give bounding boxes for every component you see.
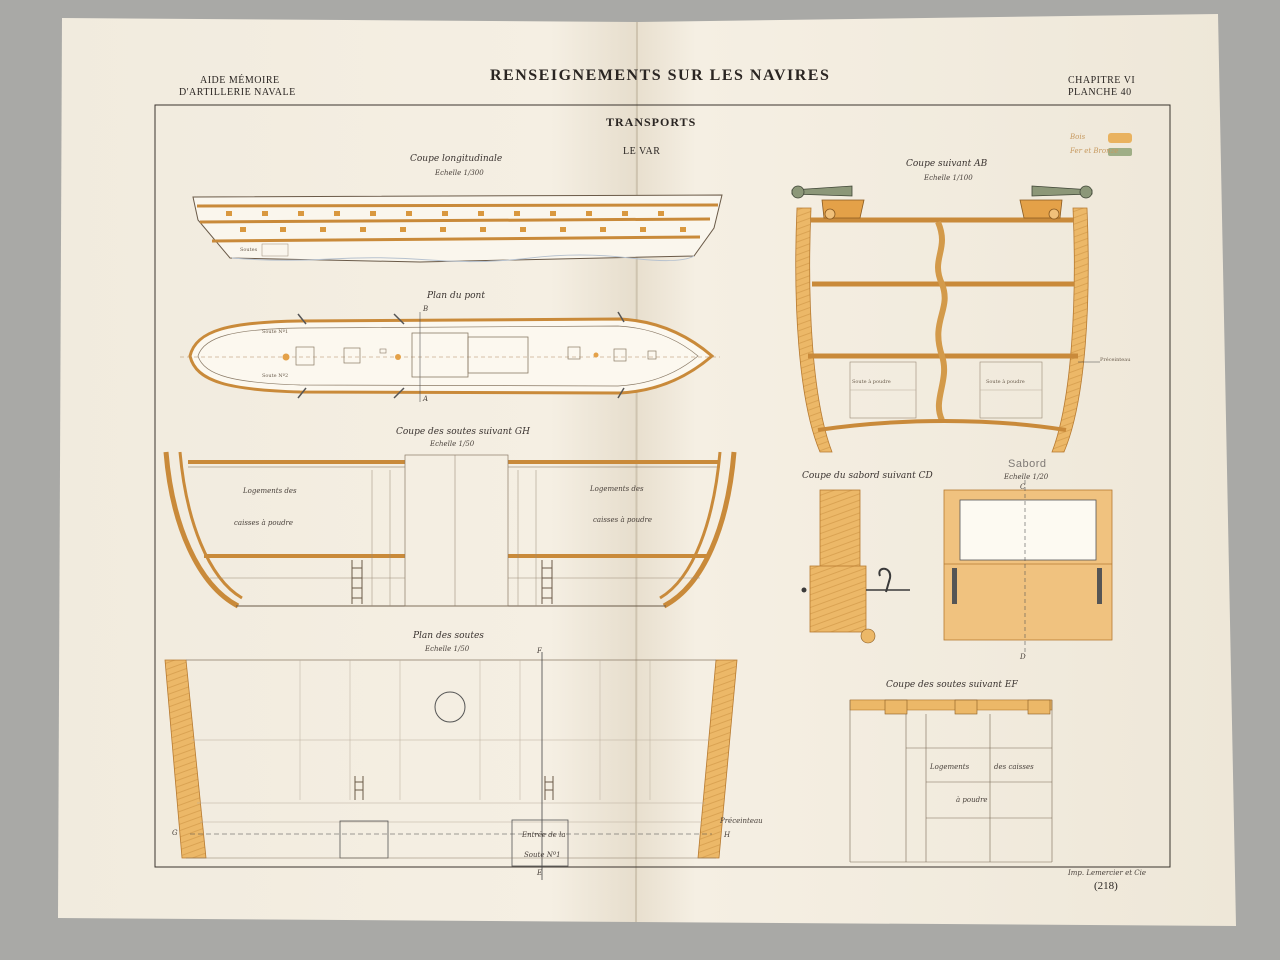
plate-subtitle: TRANSPORTS: [606, 115, 697, 129]
magazine-plan-entry2: Soute Nº1: [524, 851, 561, 859]
section-gh-left-text2: caisses à poudre: [234, 519, 294, 527]
section-ef: [849, 699, 1053, 863]
section-ef-text2: des caisses: [994, 763, 1034, 771]
section-gh-left-text1: Logements des: [243, 487, 297, 495]
section-gh-title: Coupe des soutes suivant GH: [396, 427, 530, 437]
page-number: (218): [1094, 880, 1118, 892]
right-page: [636, 14, 1236, 926]
section-ef-text3: à poudre: [956, 796, 988, 804]
header-plate-number: PLANCHE 40: [1068, 87, 1132, 98]
deck-plan-soute1: Soute Nº1: [262, 329, 289, 335]
left-page: [58, 18, 638, 922]
section-gh: [163, 451, 737, 609]
longitudinal-scale: Echelle 1/300: [435, 169, 484, 177]
section-gh-right-text1: Logements des: [590, 485, 644, 493]
cannon-left: [791, 185, 865, 220]
section-ef-title: Coupe des soutes suivant EF: [886, 680, 1018, 690]
deck-plan-mark-a: A: [423, 395, 429, 403]
gutter-fold: [635, 21, 638, 923]
longitudinal-section: [192, 194, 723, 263]
longitudinal-soutes-label: Soutes: [240, 247, 258, 253]
section-ab-scale: Echelle 1/100: [924, 174, 973, 182]
plate-title: RENSEIGNEMENTS SUR LES NAVIRES: [490, 67, 831, 84]
magazine-plan: [164, 652, 738, 880]
deck-plan: [180, 311, 720, 402]
section-ab-waterline: Préceinteau: [1100, 357, 1131, 363]
magazine-plan-waterline: Préceinteau: [720, 817, 763, 825]
section-ab-label-right: Soute à poudre: [986, 379, 1025, 385]
cannon-right: [1019, 185, 1093, 220]
magazine-plan-title: Plan des soutes: [413, 631, 484, 641]
magazine-plan-scale: Echelle 1/50: [425, 645, 470, 653]
gunport-stamp: Sabord: [1008, 458, 1047, 470]
ship-name: LE VAR: [623, 146, 661, 157]
magazine-plan-mark-f: F: [537, 647, 542, 655]
plate-frame: [154, 104, 1171, 868]
longitudinal-title: Coupe longitudinale: [410, 154, 503, 164]
deck-plan-mark-b: B: [423, 305, 429, 313]
legend-swatch-iron: [1108, 148, 1132, 156]
header-left-line1: AIDE MÉMOIRE: [200, 75, 280, 86]
section-gh-right-text2: caisses à poudre: [593, 516, 653, 524]
deck-plan-soute2: Soute Nº2: [262, 373, 289, 379]
magazine-plan-mark-h: H: [724, 831, 731, 839]
section-ab-label-left: Soute à poudre: [852, 379, 891, 385]
section-ef-text1: Logements: [930, 763, 970, 771]
printer-credit: Imp. Lemercier et Cie: [1068, 869, 1147, 877]
gunport-scale: Echelle 1/20: [1004, 473, 1049, 481]
gunport-title: Coupe du sabord suivant CD: [802, 471, 933, 481]
header-left-line2: D'ARTILLERIE NAVALE: [179, 87, 296, 98]
magazine-plan-mark-e: E: [537, 869, 543, 877]
deck-plan-title: Plan du pont: [427, 291, 485, 301]
section-gh-scale: Echelle 1/50: [430, 440, 475, 448]
legend-swatch-wood: [1108, 133, 1132, 143]
legend-label-iron: Fer et Bronze: [1070, 147, 1119, 155]
magazine-plan-entry1: Entrée de la: [522, 831, 566, 839]
section-ab-title: Coupe suivant AB: [906, 159, 988, 169]
gunport-mark-c: C: [1020, 483, 1026, 491]
header-chapter: CHAPITRE VI: [1068, 75, 1136, 86]
magazine-plan-mark-g: G: [172, 829, 178, 837]
section-ab: [791, 185, 1100, 453]
gunport-mark-d: D: [1020, 653, 1026, 661]
gunport-section: [801, 480, 1113, 656]
legend-label-wood: Bois: [1070, 133, 1086, 141]
